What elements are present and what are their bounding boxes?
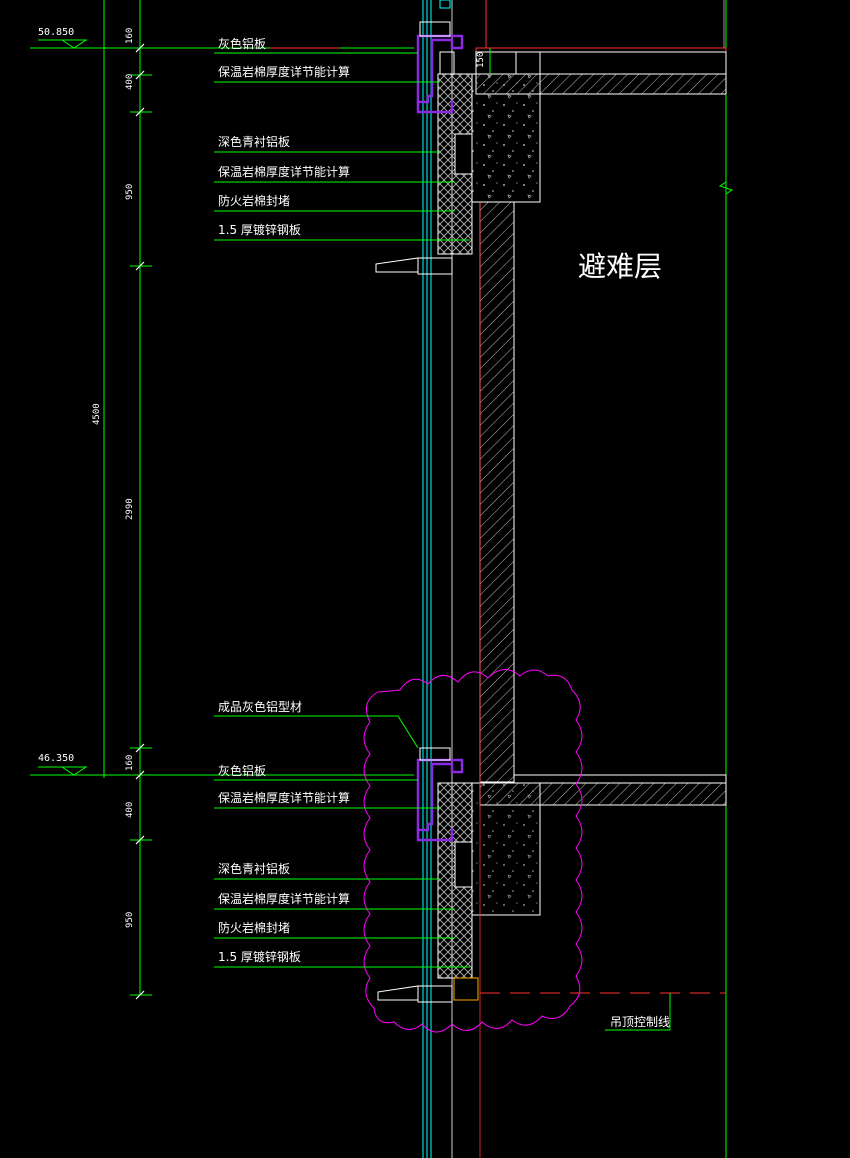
label-fire-seal-lower: 防火岩棉封堵	[218, 920, 290, 935]
structure: 150	[471, 0, 734, 1158]
dim-lower-160: 160	[125, 755, 135, 771]
label-aluminum-profile: 成品灰色铝型材	[218, 699, 302, 714]
labels-upper: 灰色铝板 保温岩棉厚度详节能计算 深色青衬铝板 保温岩棉厚度详节能计算 防火岩棉…	[218, 36, 350, 237]
label-insulation-lower-2: 保温岩棉厚度详节能计算	[218, 891, 350, 906]
label-dark-aluminum-lower: 深色青衬铝板	[218, 861, 290, 876]
dim-overall-4500: 4500	[92, 403, 102, 425]
label-steel-plate-lower: 1.5 厚镀锌钢板	[218, 950, 301, 964]
dimension-texts: 160 400 950 4500 2990 160 400 950	[92, 28, 135, 928]
labels-lower: 灰色铝板 保温岩棉厚度详节能计算 深色青衬铝板 保温岩棉厚度详节能计算 防火岩棉…	[218, 763, 350, 964]
label-ceiling-control-line: 吊顶控制线	[610, 1015, 670, 1029]
revision-cloud	[363, 669, 583, 1033]
label-insulation-lower-1: 保温岩棉厚度详节能计算	[218, 790, 350, 805]
label-insulation-upper-1: 保温岩棉厚度详节能计算	[218, 64, 350, 79]
elevation-bottom: 46.350	[38, 753, 74, 764]
dim-middle-2990: 2990	[125, 498, 135, 520]
dim-upper-160: 160	[125, 28, 135, 44]
label-insulation-upper-2: 保温岩棉厚度详节能计算	[218, 164, 350, 179]
label-grey-aluminum-upper: 灰色铝板	[218, 36, 266, 51]
dim-lower-950: 950	[125, 912, 135, 928]
label-fire-seal-upper: 防火岩棉封堵	[218, 193, 290, 208]
elevation-marker-bottom: 46.350	[38, 753, 88, 776]
dim-lower-400: 400	[125, 802, 135, 818]
room-name-refuge-floor: 避难层	[578, 250, 662, 283]
label-grey-aluminum-lower: 灰色铝板	[218, 763, 266, 778]
dimension-chain	[30, 0, 414, 996]
label-steel-plate-upper: 1.5 厚镀锌钢板	[218, 223, 301, 237]
dim-upper-950: 950	[125, 184, 135, 200]
elevation-marker-top: 50.850	[38, 27, 88, 49]
slab-dim-150: 150	[476, 52, 486, 68]
dim-upper-400: 400	[125, 74, 135, 90]
leader-lines	[214, 52, 470, 968]
dimension-ticks	[135, 43, 145, 1000]
label-dark-aluminum-upper: 深色青衬铝板	[218, 134, 290, 149]
elevation-top: 50.850	[38, 27, 74, 38]
curtain-wall	[375, 0, 726, 1158]
